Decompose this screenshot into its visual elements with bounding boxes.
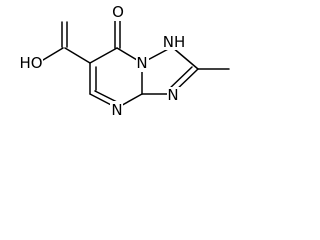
bond-nh-c2 [171,46,199,70]
hydroxyl-label: HO [19,54,42,72]
n-triazole-label: N [167,86,178,104]
hydroxyl-label-bg [19,54,43,71]
n-pyrimidine-label: N [111,101,122,119]
n-ring-top-label: N [136,54,147,72]
n-triazole-label-bg [167,87,180,104]
bond-cooh-c6 [64,47,91,64]
bond-ho-c [42,47,64,61]
bond-n4-c5-b [94,90,118,103]
oxo-oxygen-label: O [112,3,124,21]
atom-labels: O HO NH N N N [19,3,187,119]
oxo-label-bg [111,4,125,21]
n-ring-top-label-bg [136,55,149,72]
bond-c2-n3-b [167,66,193,91]
nh-label: NH [163,33,186,51]
nh-label-bg [161,33,187,50]
n-pyrimidine-label-bg [110,101,123,118]
bond-c6-c7 [89,47,118,64]
chemical-structure: O HO NH N N N [19,3,230,119]
